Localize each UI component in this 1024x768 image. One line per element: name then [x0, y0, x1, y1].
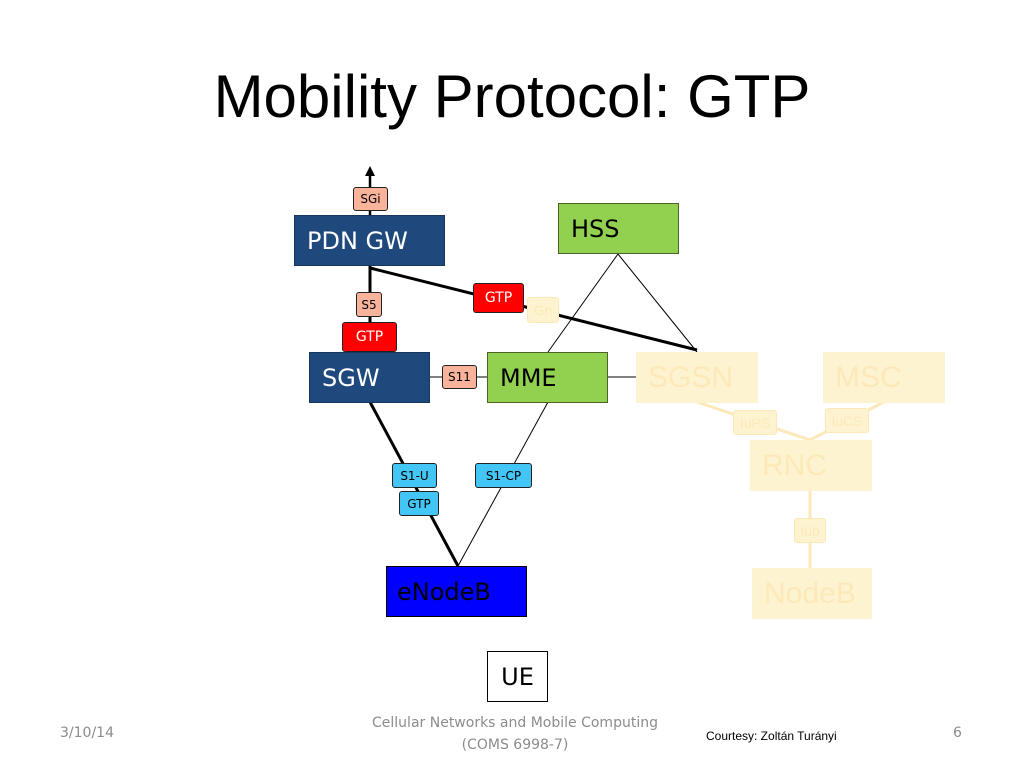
sgsn-node: SGSN — [636, 352, 758, 403]
mme-node: MME — [487, 352, 608, 403]
gn-label: Gn — [527, 297, 559, 323]
footer-courtesy: Courtesy: Zoltán Turányi — [706, 729, 837, 743]
iucs-label: IuCS — [825, 408, 869, 433]
page-number: 6 — [953, 725, 962, 741]
sgi-arrow-head — [365, 166, 375, 176]
footer-course-line1: Cellular Networks and Mobile Computing — [372, 715, 658, 731]
nodeb-node: NodeB — [752, 568, 872, 619]
gtp-s1u-label: GTP — [399, 491, 439, 516]
s1cp-label: S1-CP — [475, 463, 532, 488]
s5-label: S5 — [356, 292, 382, 317]
hss-node: HSS — [558, 203, 679, 254]
sgw-node: SGW — [309, 352, 430, 403]
footer-date: 3/10/14 — [60, 725, 114, 741]
rnc-node: RNC — [750, 440, 872, 491]
hss-mme-link — [547, 253, 619, 353]
enodeb-node: eNodeB — [386, 566, 527, 617]
iub-label: Iub — [794, 518, 826, 543]
slide-title: Mobility Protocol: GTP — [213, 63, 811, 130]
hss-sgsn-link — [617, 253, 698, 353]
iups-label: IuPS — [733, 410, 777, 435]
sgi-label: SGi — [353, 187, 388, 211]
ue-node: UE — [487, 651, 548, 702]
footer-course: Cellular Networks and Mobile Computing (… — [330, 712, 700, 756]
pdn-gw-node: PDN GW — [294, 215, 445, 266]
s11-label: S11 — [442, 365, 477, 389]
footer-course-line2: (COMS 6998-7) — [461, 737, 569, 753]
gtp-pdn-sgsn-label: GTP — [473, 283, 524, 313]
gtp-s5-label: GTP — [342, 322, 397, 352]
s1u-label: S1-U — [392, 463, 437, 488]
msc-node: MSC — [823, 352, 945, 403]
